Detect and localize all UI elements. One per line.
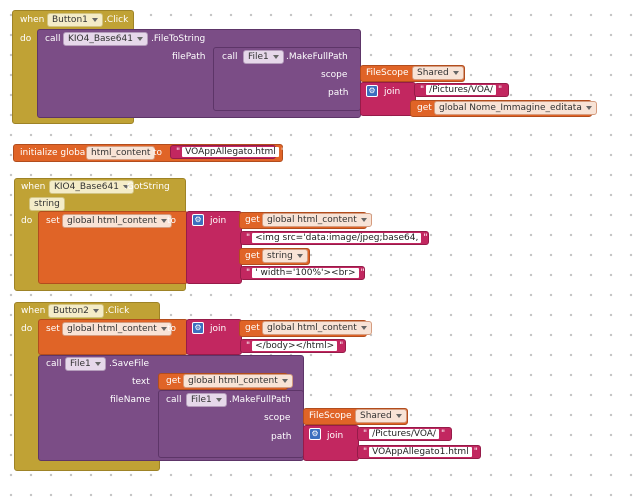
initialize-global-label: initialize global bbox=[20, 148, 88, 158]
chevron-down-icon bbox=[92, 309, 99, 313]
component-dropdown-button1[interactable]: Button1 bbox=[47, 13, 103, 27]
text-value[interactable]: <img src='data:image/jpeg;base64, bbox=[252, 233, 422, 243]
method-name: .MakeFullPath bbox=[229, 395, 291, 405]
scope-dropdown-shared[interactable]: Shared bbox=[355, 409, 407, 423]
chevron-down-icon bbox=[395, 414, 402, 418]
call-keyword: call bbox=[46, 359, 62, 369]
text-value[interactable]: /Pictures/VOA/ bbox=[369, 429, 439, 439]
set-keyword: set bbox=[46, 216, 60, 226]
param-label-path: path bbox=[271, 432, 292, 442]
param-label-scope: scope bbox=[264, 413, 291, 423]
scope-dropdown-shared[interactable]: Shared bbox=[412, 66, 464, 80]
text-block-init-value[interactable]: "VOAppAllegato.html" bbox=[170, 145, 285, 159]
text-block-path[interactable]: "/Pictures/VOA/" bbox=[414, 83, 509, 97]
when-keyword: when bbox=[21, 182, 46, 192]
chevron-down-icon bbox=[215, 398, 222, 402]
variable-dropdown[interactable]: global html_content bbox=[62, 214, 172, 228]
text-block-width-tag[interactable]: "' width='100%'><br>" bbox=[240, 266, 365, 280]
text-block-closing-tags[interactable]: "</body></html>" bbox=[240, 339, 346, 353]
text-value[interactable]: </body></html> bbox=[252, 341, 338, 351]
call-block-makefullpath[interactable] bbox=[213, 47, 361, 111]
chevron-down-icon bbox=[91, 18, 98, 22]
join-label: join bbox=[210, 216, 227, 226]
get-keyword: get bbox=[245, 323, 260, 333]
gear-icon[interactable]: ⚙ bbox=[192, 322, 204, 334]
event-name: .GotString bbox=[124, 182, 170, 192]
set-keyword: set bbox=[46, 324, 60, 334]
do-keyword: do bbox=[21, 216, 33, 226]
text-block-img-tag[interactable]: "<img src='data:image/jpeg;base64," bbox=[240, 231, 429, 245]
get-keyword: get bbox=[245, 251, 260, 261]
param-label-filename: fileName bbox=[110, 395, 151, 405]
variable-dropdown[interactable]: global html_content bbox=[262, 213, 372, 227]
call-keyword: call bbox=[45, 34, 61, 44]
gear-icon[interactable]: ⚙ bbox=[366, 85, 378, 97]
text-value[interactable]: ' width='100%'><br> bbox=[252, 268, 359, 278]
text-value[interactable]: VOAppAllegato.html bbox=[182, 147, 279, 157]
call-block-makefullpath[interactable] bbox=[158, 390, 304, 458]
component-dropdown-file1[interactable]: File1 bbox=[186, 393, 227, 407]
when-keyword: when bbox=[21, 306, 46, 316]
chevron-down-icon bbox=[360, 326, 367, 330]
component-dropdown-kio4[interactable]: KIO4_Base641 bbox=[63, 32, 148, 46]
method-name: .FileToString bbox=[151, 34, 206, 44]
variable-dropdown[interactable]: global html_content bbox=[183, 374, 293, 388]
method-name: .SaveFile bbox=[109, 359, 150, 369]
join-label: join bbox=[327, 431, 344, 441]
do-keyword: do bbox=[20, 34, 32, 44]
param-label-text: text bbox=[132, 377, 150, 387]
chevron-down-icon bbox=[452, 71, 459, 75]
text-block-path[interactable]: "/Pictures/VOA/" bbox=[357, 427, 452, 441]
when-keyword: when bbox=[20, 15, 45, 25]
text-value[interactable]: /Pictures/VOA/ bbox=[426, 85, 496, 95]
chevron-down-icon bbox=[136, 37, 143, 41]
filescope-label: FileScope bbox=[309, 411, 352, 421]
join-label: join bbox=[210, 324, 227, 334]
text-value[interactable]: VOAppAllegato1.html bbox=[369, 447, 472, 457]
do-keyword: do bbox=[21, 324, 33, 334]
method-name: .MakeFullPath bbox=[286, 52, 348, 62]
chevron-down-icon bbox=[296, 254, 303, 258]
chevron-down-icon bbox=[272, 55, 279, 59]
param-label-path: path bbox=[328, 88, 349, 98]
call-keyword: call bbox=[166, 395, 182, 405]
to-keyword: to bbox=[167, 324, 177, 334]
chevron-down-icon bbox=[160, 327, 167, 331]
chevron-down-icon bbox=[94, 362, 101, 366]
gear-icon[interactable]: ⚙ bbox=[309, 428, 321, 440]
chevron-down-icon bbox=[360, 218, 367, 222]
chevron-down-icon bbox=[160, 219, 167, 223]
filescope-label: FileScope bbox=[366, 68, 409, 78]
get-keyword: get bbox=[417, 103, 432, 113]
variable-dropdown[interactable]: global html_content bbox=[262, 321, 372, 335]
call-keyword: call bbox=[222, 52, 238, 62]
chevron-down-icon bbox=[122, 185, 129, 189]
param-label-filepath: filePath bbox=[172, 52, 206, 62]
global-name-field[interactable]: html_content bbox=[86, 146, 156, 160]
get-keyword: get bbox=[166, 376, 181, 386]
variable-dropdown[interactable]: global html_content bbox=[62, 322, 172, 336]
join-label: join bbox=[384, 87, 401, 97]
text-block-filename[interactable]: "VOAppAllegato1.html" bbox=[357, 445, 481, 459]
component-dropdown-kio4[interactable]: KIO4_Base641 bbox=[49, 180, 134, 194]
event-name: .Click bbox=[105, 306, 130, 316]
component-dropdown-file1[interactable]: File1 bbox=[65, 357, 106, 371]
to-keyword: to bbox=[153, 148, 163, 158]
chevron-down-icon bbox=[281, 379, 288, 383]
component-dropdown-button2[interactable]: Button2 bbox=[48, 304, 104, 318]
to-keyword: to bbox=[167, 216, 177, 226]
event-name: .Click bbox=[104, 15, 129, 25]
chevron-down-icon bbox=[585, 106, 592, 110]
gear-icon[interactable]: ⚙ bbox=[192, 214, 204, 226]
variable-dropdown[interactable]: global Nome_Immagine_editata bbox=[434, 101, 597, 115]
get-keyword: get bbox=[245, 215, 260, 225]
event-param-string[interactable]: string bbox=[29, 197, 65, 211]
variable-dropdown[interactable]: string bbox=[262, 249, 308, 263]
param-label-scope: scope bbox=[321, 70, 348, 80]
component-dropdown-file1[interactable]: File1 bbox=[243, 50, 284, 64]
